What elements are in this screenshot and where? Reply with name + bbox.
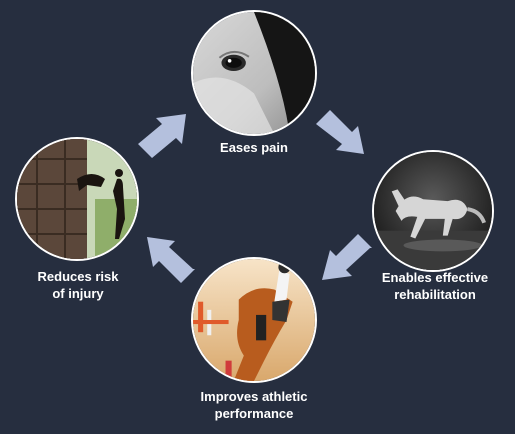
arrow-top-to-right (316, 110, 364, 154)
arrow-bottom-to-left (147, 237, 195, 283)
label-eases-pain: Eases pain (220, 140, 288, 155)
arrow-right-to-bottom (322, 234, 372, 280)
label-enables-rehabilitation: Enables effective rehabilitation (381, 270, 489, 302)
arrow-left-to-top (138, 114, 186, 158)
horse-eye-image (191, 10, 317, 136)
horse-stable-image (15, 137, 139, 261)
label-reduces-injury: Reduces risk of injury (37, 269, 119, 301)
galloping-horse-image (372, 150, 494, 272)
jumping-rider-image (191, 257, 317, 383)
label-improves-performance: Improves athletic performance (200, 389, 308, 421)
